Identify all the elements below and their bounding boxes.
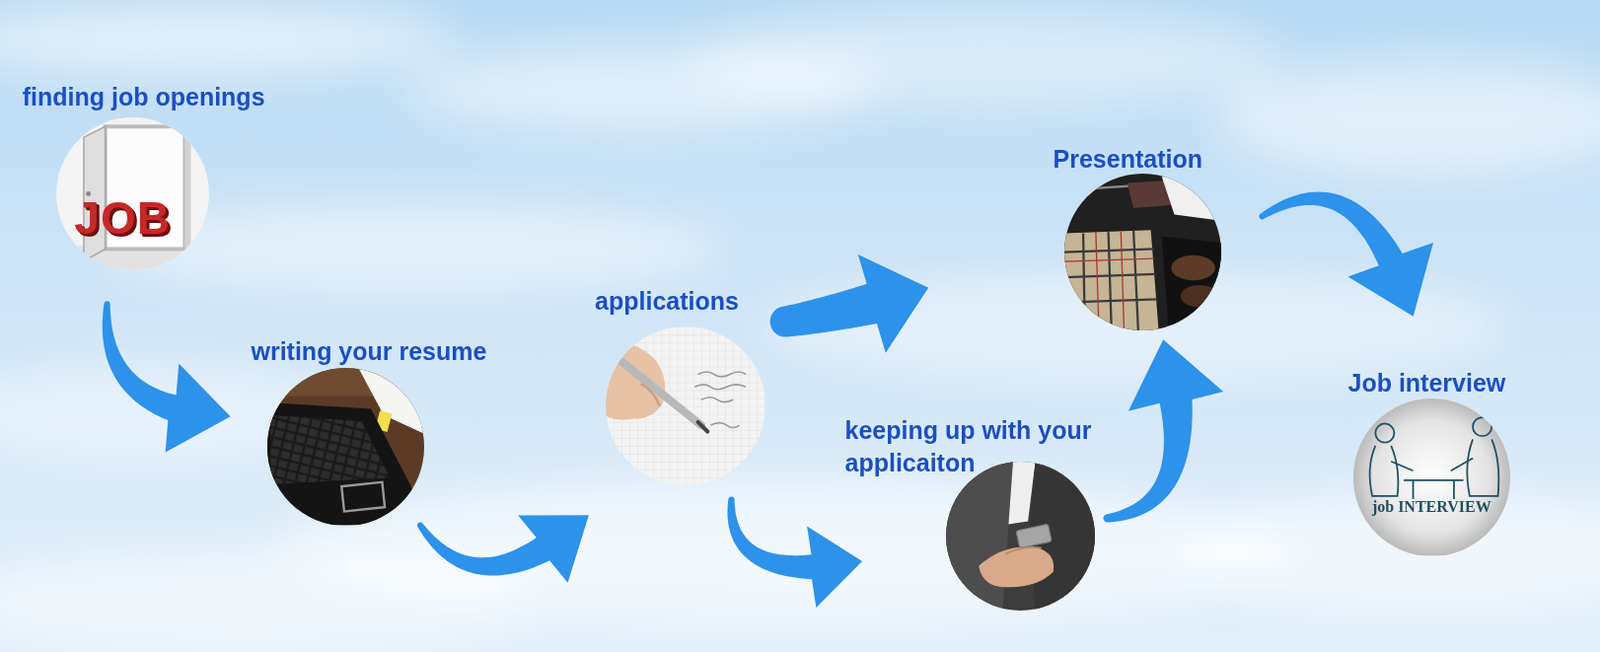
arrow-shape: [770, 254, 930, 354]
arrow-shape: [1258, 192, 1434, 317]
laptop-illustration: [267, 367, 425, 525]
photo-circle: [605, 326, 765, 486]
arrow-shape: [417, 514, 589, 583]
photo-circle: [1353, 398, 1511, 556]
arrow-shape: [102, 300, 231, 452]
step-node: Job interview: [1347, 366, 1511, 557]
arrow-shape: [1103, 339, 1225, 522]
curved-arrow: [727, 496, 864, 608]
phone-illustration: [945, 461, 1095, 611]
step-node: Presentation: [1053, 143, 1223, 332]
step-heading: writing your resume: [250, 335, 487, 368]
step-node: keeping up with your applicaiton: [845, 414, 1132, 611]
step-heading: Presentation: [1053, 143, 1203, 176]
curved-arrow: [1103, 339, 1225, 522]
curved-arrow: [770, 254, 930, 354]
step-heading: applications: [594, 285, 739, 318]
step-node: applications: [594, 285, 766, 487]
photo-circle: [945, 461, 1095, 611]
step-node: finding job openings: [22, 80, 266, 272]
door-illustration: [56, 117, 210, 271]
step-heading: Job interview: [1347, 366, 1506, 400]
curved-arrow: [417, 514, 589, 583]
photo-circle: [56, 117, 210, 271]
photo-circle: [1064, 173, 1222, 331]
curved-arrow: [102, 300, 231, 452]
photo-circle: [267, 367, 425, 525]
interview-illustration: [1353, 398, 1511, 556]
step-node: writing your resume: [250, 335, 487, 526]
step-heading: keeping up with your applicaiton: [845, 414, 1132, 480]
step-heading: finding job openings: [22, 80, 266, 114]
writing-illustration: [605, 326, 765, 486]
curved-arrow: [1258, 192, 1434, 317]
arrow-shape: [727, 496, 864, 608]
clothes-illustration: [1064, 173, 1222, 331]
